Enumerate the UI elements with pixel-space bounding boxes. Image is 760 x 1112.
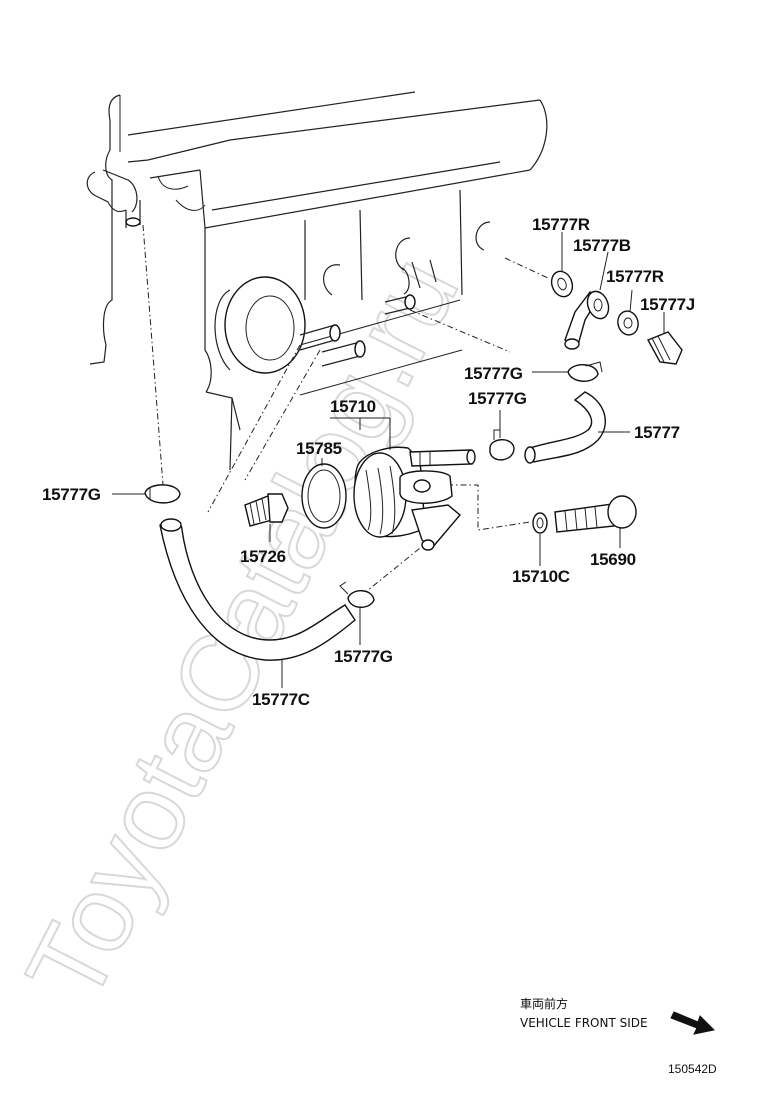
label-15777[interactable]: 15777: [634, 423, 680, 442]
vehicle-front-indicator: 車両前方 VEHICLE FRONT SIDE: [520, 996, 716, 1035]
label-15710[interactable]: 15710: [330, 397, 376, 416]
label-15777G-middle[interactable]: 15777G: [468, 389, 527, 408]
label-15726[interactable]: 15726: [240, 547, 286, 566]
label-15690[interactable]: 15690: [590, 550, 636, 569]
front-side-jp-text: 車両前方: [520, 996, 568, 1011]
part-labels: 15777R 15777B 15777R 15777J 15777G 15777…: [42, 215, 695, 709]
label-15785[interactable]: 15785: [296, 439, 342, 458]
label-15777G-lower[interactable]: 15777G: [334, 647, 393, 666]
label-15710C[interactable]: 15710C: [512, 567, 570, 586]
diagram-code: 150542D: [668, 1062, 717, 1076]
label-15777B[interactable]: 15777B: [573, 236, 631, 255]
parts: [144, 270, 683, 661]
label-leaders: [112, 232, 665, 688]
front-side-en-text: VEHICLE FRONT SIDE: [520, 1016, 648, 1030]
engine-block-drawing: [86, 91, 548, 471]
label-15777R-lower[interactable]: 15777R: [606, 267, 664, 286]
front-arrow-icon: [670, 1011, 716, 1035]
label-15777G-left[interactable]: 15777G: [42, 485, 101, 504]
label-15777R-upper[interactable]: 15777R: [532, 215, 590, 234]
label-15777J[interactable]: 15777J: [640, 295, 695, 314]
label-15777C[interactable]: 15777C: [252, 690, 310, 709]
label-15777G-upper[interactable]: 15777G: [464, 364, 523, 383]
